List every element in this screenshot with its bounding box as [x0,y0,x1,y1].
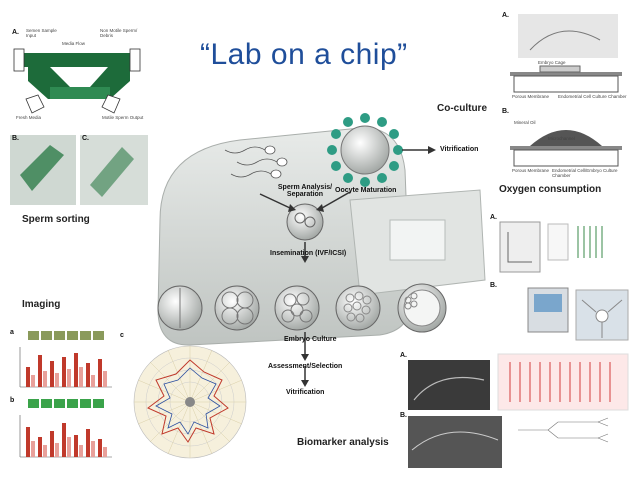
radial-chart [133,345,247,459]
sperm-sorting-panel: A. Semen Sample Input Media Flow Non Mot… [10,25,150,205]
insemination-label: Insemination (IVF/ICSI) [270,250,347,257]
imaging-panel-a-letter: a [10,329,14,336]
microchannel-label: Microchannel [548,136,575,141]
radial-panel-c-letter: c [120,332,124,339]
imaging-bar-charts [19,331,112,458]
sorting-panel-c-letter: C. [82,135,89,142]
chip-illustration [157,113,486,387]
oxygen-panel-b-letter: B. [490,282,497,289]
oxygen-panel-a-letter: A. [490,214,497,221]
imaging-panel: a b [8,327,118,472]
sperm-sorting-label: Sperm sorting [22,214,90,225]
oxygen-consumption-label: Oxygen consumption [499,184,602,195]
vitrification-bottom-label: Vitrification [286,389,325,396]
assessment-selection-label: Assessment/Selection [268,363,343,370]
oxygen-sensor-illustration [499,221,629,341]
sperm-analysis-label: Sperm Analysis/ Separation [277,184,333,198]
radial-chart-panel: c [118,330,258,470]
co-culture-chamber-illustration [510,14,622,167]
mineral-oil-label: Mineral Oil [514,120,536,125]
motile-sperm-output-label: Motile Sperm Output [102,115,144,120]
coculture-panel-a-letter: A. [502,12,509,19]
co-culture-panel: A. Embryo Cage Porous Membrane Endometri… [500,10,632,180]
porous-membrane-label: Porous Membrane [512,94,550,99]
lab-on-chip-diagram: Sperm Analysis/ Separation Oocyte Matura… [150,110,500,440]
embryo-cage-label: Embryo Cage [538,60,566,65]
sorting-panel-a-letter: A. [12,29,19,36]
media-flow-label: Media Flow [62,41,86,46]
biomarker-panel-a-letter: A. [400,352,407,359]
imaging-label: Imaging [22,299,61,310]
slide-title: “Lab on a chip” [200,38,408,71]
oxygen-consumption-panel: A. B. [488,212,632,347]
porous-membrane-b-label: Porous Membrane [512,168,550,173]
sperm-sorting-device-illustration [10,48,148,205]
non-motile-sperm-label: Non Motile Sperm/ Debris [100,28,138,38]
biomarker-device-illustration [408,353,629,468]
vitrification-top-label: Vitrification [440,146,479,153]
embryo-culture-label: Embryo Culture [284,336,337,343]
biomarker-analysis-panel: A. B. [398,350,634,472]
sorting-panel-b-letter: B. [12,135,19,142]
biomarker-analysis-label: Biomarker analysis [297,437,389,448]
fresh-media-label: Fresh Media [16,115,42,120]
biomarker-panel-b-letter: B. [400,412,407,419]
endometrial-chamber-label: Endometrial Cell Culture Chamber [558,94,627,99]
co-culture-label: Co-culture [437,103,487,114]
endometrial-culture-chamber-label: Endometrial Cell/Embryo Culture Chamber [552,168,618,178]
imaging-panel-b-letter: b [10,397,15,404]
oocyte-maturation-label: Oocyte Maturation [335,187,397,194]
coculture-panel-b-letter: B. [502,108,509,115]
semen-sample-input-label: Semen Sample Input [26,28,57,38]
